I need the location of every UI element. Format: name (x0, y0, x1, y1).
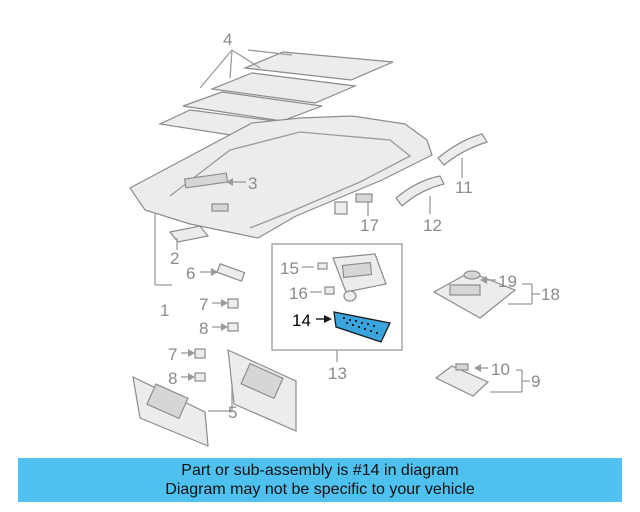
dome-lamp-2 (168, 225, 210, 250)
callout-8-lower: 8 (168, 369, 177, 388)
callout-8-upper: 8 (199, 319, 208, 338)
callout-18: 18 (541, 285, 560, 304)
leader-4 (199, 49, 293, 89)
parts-diagram: 4 3 2 1 6 7 8 7 8 5 11 12 17 15 16 14 13… (129, 30, 560, 447)
clip-8-upper (212, 322, 239, 332)
sound-pads (157, 51, 394, 139)
banner-line-1: Part or sub-assembly is #14 in diagram (181, 462, 459, 479)
callout-13: 13 (328, 364, 347, 383)
callout-10: 10 (491, 360, 510, 379)
callout-11: 11 (455, 178, 473, 197)
map-lamp-housing (332, 253, 387, 293)
clip-8-lower (181, 372, 206, 382)
callout-9: 9 (531, 372, 540, 391)
callout-2: 2 (170, 249, 179, 268)
callout-3: 3 (248, 174, 257, 193)
leader-5 (208, 384, 233, 412)
clip-7-lower (181, 348, 206, 359)
callout-16: 16 (289, 284, 308, 303)
coat-hook-17 (334, 193, 373, 216)
callout-4: 4 (223, 30, 232, 49)
callout-7-upper: 7 (199, 295, 208, 314)
callout-5: 5 (228, 403, 237, 422)
callout-6: 6 (186, 264, 195, 283)
leader-1 (154, 214, 172, 286)
callout-1: 1 (160, 301, 169, 320)
lens-14-highlighted (316, 311, 391, 343)
sun-visor-right (227, 349, 297, 432)
grab-handle-12 (395, 175, 445, 214)
callout-15: 15 (280, 259, 299, 278)
clip-7-upper (212, 298, 239, 309)
bulb-15 (302, 262, 328, 270)
grab-handle-11 (437, 133, 488, 178)
headliner (129, 115, 433, 239)
info-banner: Part or sub-assembly is #14 in diagram D… (18, 458, 622, 502)
part-6 (200, 263, 246, 282)
lamp-9 (434, 363, 530, 397)
callout-14: 14 (292, 311, 311, 330)
banner-line-2: Diagram may not be specific to your vehi… (165, 481, 475, 498)
leader-3 (226, 178, 246, 186)
socket-16 (310, 286, 357, 302)
sun-visor-left (132, 375, 209, 447)
callout-17: 17 (360, 216, 379, 235)
callout-7-lower: 7 (168, 345, 177, 364)
callout-19: 19 (498, 272, 517, 291)
callout-12: 12 (423, 216, 442, 235)
console-18 (432, 270, 540, 319)
